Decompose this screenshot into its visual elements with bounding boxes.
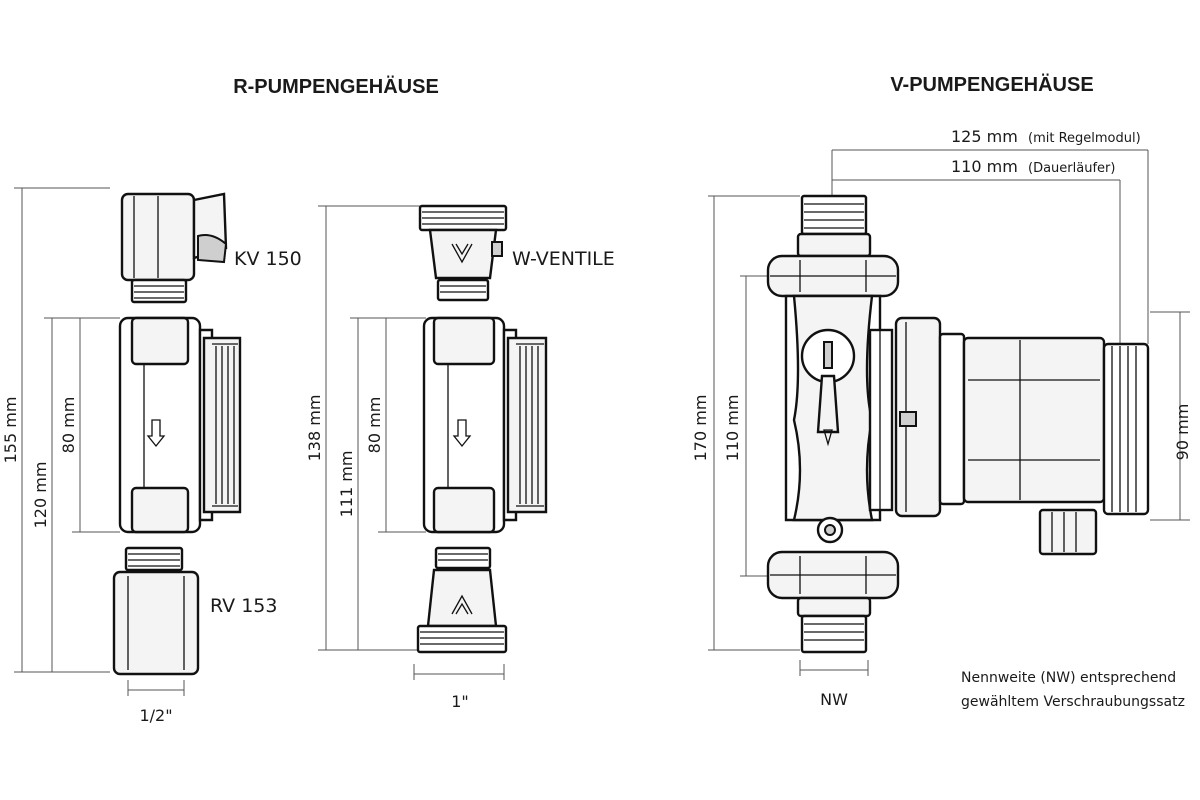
nw-label: NW [820,690,848,709]
dim-111mm: 111 mm [337,451,356,518]
dim-90mm: 90 mm [1173,404,1192,461]
dim-lines-left [14,187,185,696]
r-pump-housing-assembly: KV 150 RV 153 1/2" 155 mm 120 mm 80 mm [1,187,302,725]
title-r-pumpengehaeuse: R-PUMPENGEHÄUSE [233,75,439,98]
dim-80mm-left: 80 mm [59,397,78,454]
w-pump-body [422,316,548,534]
v-top-union-nut [766,254,900,298]
v-bottom-union-nut [766,550,900,600]
one-inch-label: 1" [451,692,469,711]
dim-138mm: 138 mm [305,395,324,462]
kv150-label: KV 150 [234,248,302,270]
dim-155mm: 155 mm [1,397,20,464]
v-pump-motor [894,316,1150,556]
rv153-label: RV 153 [210,595,277,617]
dim-110mm-top-value: 110 mm [951,157,1018,176]
v-pump-body [784,294,894,522]
dim-125mm-note: (mit Regelmodul) [1028,131,1141,146]
v-vent-screw [816,516,844,544]
w-valve-top [418,204,508,302]
flow-arrow-icon [146,419,166,448]
v-valve-handle [800,328,856,447]
v-bottom-connector [796,596,872,654]
w-ventile-assembly: W-VENTILE 1" 138 mm 111 mm 80 mm [305,204,615,711]
w-ventile-label: W-VENTILE [512,248,615,270]
title-v-pumpengehaeuse: V-PUMPENGEHÄUSE [890,73,1093,96]
dim-120mm: 120 mm [31,462,50,529]
kv150-ball-valve [120,192,228,304]
r-pump-body [118,316,242,534]
dim-125mm-value: 125 mm [951,127,1018,146]
dim-110mm-top-note: (Dauerläufer) [1028,161,1115,176]
note-line-1: Nennweite (NW) entsprechend [961,670,1176,686]
dim-80mm-middle: 80 mm [365,397,384,454]
dim-lines-middle [318,205,505,680]
v-top-connector [796,194,872,258]
dim-170mm: 170 mm [691,395,710,462]
note-line-2: gewähltem Verschraubungssatz [961,694,1185,710]
dim-110mm-vertical: 110 mm [723,395,742,462]
v-pump-housing-assembly: 125 mm (mit Regelmodul) 110 mm (Dauerläu… [691,127,1192,710]
half-inch-label: 1/2" [139,706,172,725]
flow-arrow-icon [452,419,472,448]
rv153-valve [112,546,200,676]
w-valve-bottom [416,546,508,654]
dim-lines-right [708,149,1190,676]
